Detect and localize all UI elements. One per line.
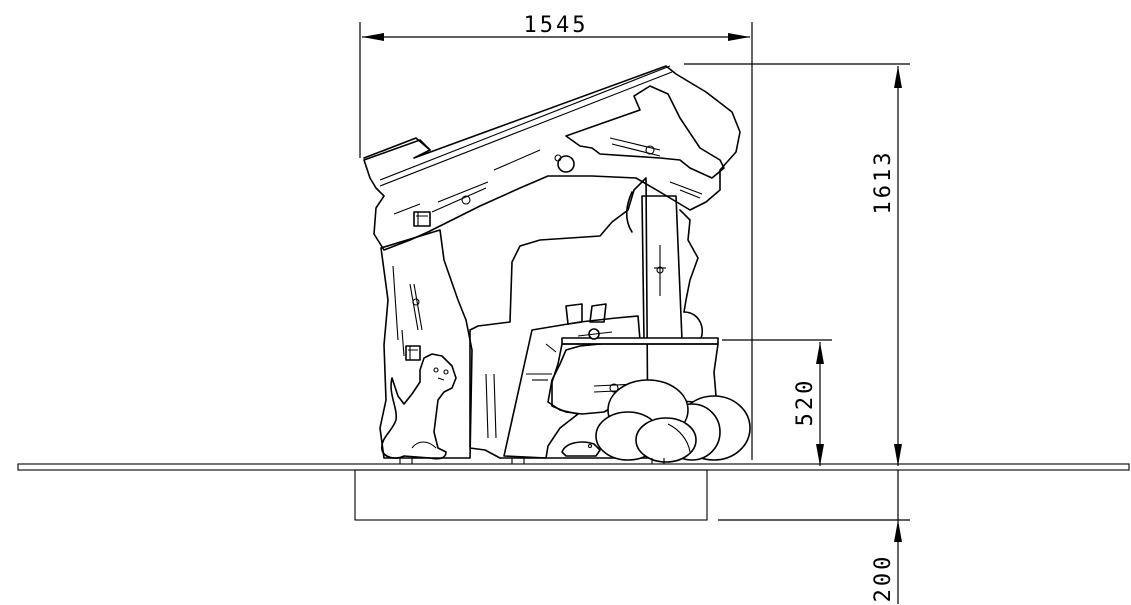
roof-handle xyxy=(363,137,431,159)
ground-line xyxy=(17,463,1130,471)
roof-knob xyxy=(557,155,575,173)
dimension-height: 1613 xyxy=(684,63,910,466)
cat-figure xyxy=(381,353,457,460)
roof-cube xyxy=(413,211,431,227)
foundation-block xyxy=(354,469,708,521)
dimension-height-label: 1613 xyxy=(871,150,896,215)
rear-panel xyxy=(469,177,649,459)
bush-upper xyxy=(679,209,699,313)
play-structure xyxy=(363,65,751,464)
deck-slab-left xyxy=(565,303,583,325)
deck-slab-right xyxy=(589,303,607,323)
left-support-panel xyxy=(379,229,473,459)
wall-cube xyxy=(405,345,421,361)
dimension-width-label: 1545 xyxy=(524,13,589,38)
dimension-deck-height-label: 520 xyxy=(793,378,818,427)
dimension-foundation: 200 xyxy=(718,470,910,604)
dimension-width: 1545 xyxy=(359,13,753,460)
dimension-foundation-label: 200 xyxy=(871,554,896,603)
deck-top-rail xyxy=(561,337,719,345)
boulders xyxy=(595,379,751,463)
roof-truss xyxy=(565,85,725,179)
roof-slab xyxy=(363,65,741,251)
mouse-figure xyxy=(561,441,601,457)
dimension-deck-height: 520 xyxy=(722,339,832,466)
